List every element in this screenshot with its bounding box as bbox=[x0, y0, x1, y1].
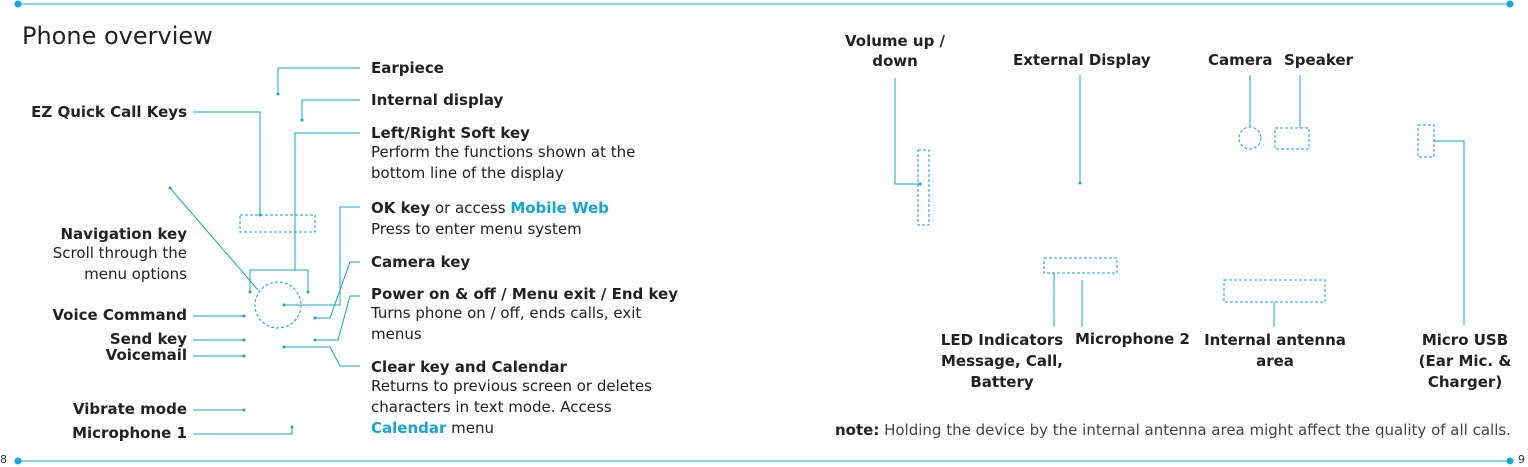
micro-usb-callout: Micro USB (Ear Mic. & Charger) bbox=[1410, 330, 1520, 393]
voice-command-label: Voice Command bbox=[52, 306, 187, 324]
soft-key-desc-2: bottom line of the display bbox=[371, 164, 564, 182]
clear-key-callout: Clear key and Calendar Returns to previo… bbox=[371, 358, 652, 439]
soft-key-label: Left/Right Soft key bbox=[371, 124, 530, 142]
page-title: Phone overview bbox=[22, 22, 213, 50]
microphone-1-label: Microphone 1 bbox=[72, 424, 187, 442]
navigation-key-label: Navigation key bbox=[60, 225, 188, 243]
clear-key-desc-2: characters in text mode. Access bbox=[371, 398, 612, 416]
led-label-1: LED Indicators bbox=[940, 331, 1064, 349]
internal-display-leader bbox=[301, 99, 360, 120]
ok-key-label: OK key bbox=[371, 199, 431, 217]
speaker-outline bbox=[1274, 127, 1310, 150]
ok-key-desc: Press to enter menu system bbox=[371, 220, 582, 238]
led-label-2: Message, Call, bbox=[940, 352, 1064, 370]
micro-usb-outline bbox=[1417, 124, 1435, 158]
power-key-desc-1: Turns phone on / off, ends calls, exit bbox=[371, 304, 642, 322]
camera-key-label: Camera key bbox=[371, 253, 471, 271]
page-number-right: 9 bbox=[1518, 453, 1525, 466]
usb-leader bbox=[1434, 140, 1465, 325]
navigation-desc-2: menu options bbox=[84, 265, 187, 283]
display-outline bbox=[239, 214, 316, 233]
usb-label-3: Charger) bbox=[1427, 373, 1503, 391]
note-text: note: Holding the device by the internal… bbox=[835, 421, 1511, 439]
clear-key-tail: menu bbox=[446, 419, 495, 437]
camera-label: Camera bbox=[1208, 51, 1273, 69]
volume-callout: Volume up / down bbox=[835, 31, 955, 71]
ok-key-callout: OK key or access Mobile Web Press to ent… bbox=[371, 198, 609, 240]
usb-label-2: (Ear Mic. & bbox=[1418, 352, 1512, 370]
antenna-label-1: Internal antenna bbox=[1204, 331, 1346, 349]
ok-key-leader bbox=[284, 206, 360, 306]
dot-tl bbox=[14, 0, 22, 8]
note-label: note: bbox=[835, 421, 880, 439]
page-number-left: 8 bbox=[0, 453, 7, 466]
antenna-callout: Internal antenna area bbox=[1200, 330, 1350, 372]
camera-key-leader bbox=[315, 261, 360, 319]
external-display-label: External Display bbox=[1013, 51, 1151, 69]
power-key-label: Power on & off / Menu exit / End key bbox=[371, 285, 679, 303]
led-outline bbox=[1043, 257, 1118, 274]
ok-key-line: OK key or access Mobile Web bbox=[371, 198, 609, 219]
led-label-3: Battery bbox=[970, 373, 1034, 391]
soft-key-leader bbox=[249, 132, 360, 292]
dot-bl bbox=[14, 457, 22, 465]
usb-label-1: Micro USB bbox=[1421, 331, 1509, 349]
navigation-callout: Navigation key Scroll through the menu o… bbox=[53, 225, 187, 285]
speaker-label: Speaker bbox=[1284, 51, 1353, 69]
earpiece-leader bbox=[277, 67, 360, 94]
soft-key-desc-1: Perform the functions shown at the bbox=[371, 143, 636, 161]
dot-br bbox=[1506, 457, 1514, 465]
power-key-desc-2: menus bbox=[371, 325, 422, 343]
navigation-leader bbox=[169, 187, 259, 291]
led-callout: LED Indicators Message, Call, Battery bbox=[932, 330, 1072, 393]
mobile-web-link: Mobile Web bbox=[510, 199, 609, 217]
send-key-label: Send key bbox=[109, 330, 187, 348]
volume-key-outline bbox=[917, 149, 930, 226]
note-body: Holding the device by the internal anten… bbox=[879, 421, 1511, 439]
microphone-2-label: Microphone 2 bbox=[1075, 330, 1190, 348]
volume-label-1: Volume up / bbox=[844, 32, 946, 50]
mic1-leader bbox=[193, 427, 293, 435]
clear-key-desc-3: Calendar menu bbox=[371, 418, 652, 439]
power-key-callout: Power on & off / Menu exit / End key Tur… bbox=[371, 285, 678, 345]
clear-key-desc-1: Returns to previous screen or deletes bbox=[371, 377, 652, 395]
antenna-outline bbox=[1223, 279, 1326, 303]
ok-key-mid: or access bbox=[430, 199, 511, 217]
volume-leader bbox=[894, 78, 920, 185]
internal-display-label: Internal display bbox=[371, 91, 504, 109]
clear-key-leader bbox=[284, 346, 360, 367]
ez-quick-call-label: EZ Quick Call Keys bbox=[31, 103, 187, 121]
camera-outline bbox=[1238, 126, 1262, 150]
clear-key-label: Clear key and Calendar bbox=[371, 358, 567, 376]
soft-key-callout: Left/Right Soft key Perform the function… bbox=[371, 124, 635, 184]
volume-label-2: down bbox=[872, 52, 918, 70]
antenna-label-2: area bbox=[1256, 352, 1294, 370]
earpiece-label: Earpiece bbox=[371, 59, 444, 77]
vibrate-mode-label: Vibrate mode bbox=[72, 400, 187, 418]
voicemail-label: Voicemail bbox=[105, 346, 187, 364]
ez-quick-leader bbox=[193, 111, 261, 215]
calendar-link: Calendar bbox=[371, 419, 447, 437]
power-key-leader bbox=[315, 295, 360, 341]
navigation-desc-1: Scroll through the bbox=[52, 244, 187, 262]
dot-tr bbox=[1506, 0, 1514, 8]
